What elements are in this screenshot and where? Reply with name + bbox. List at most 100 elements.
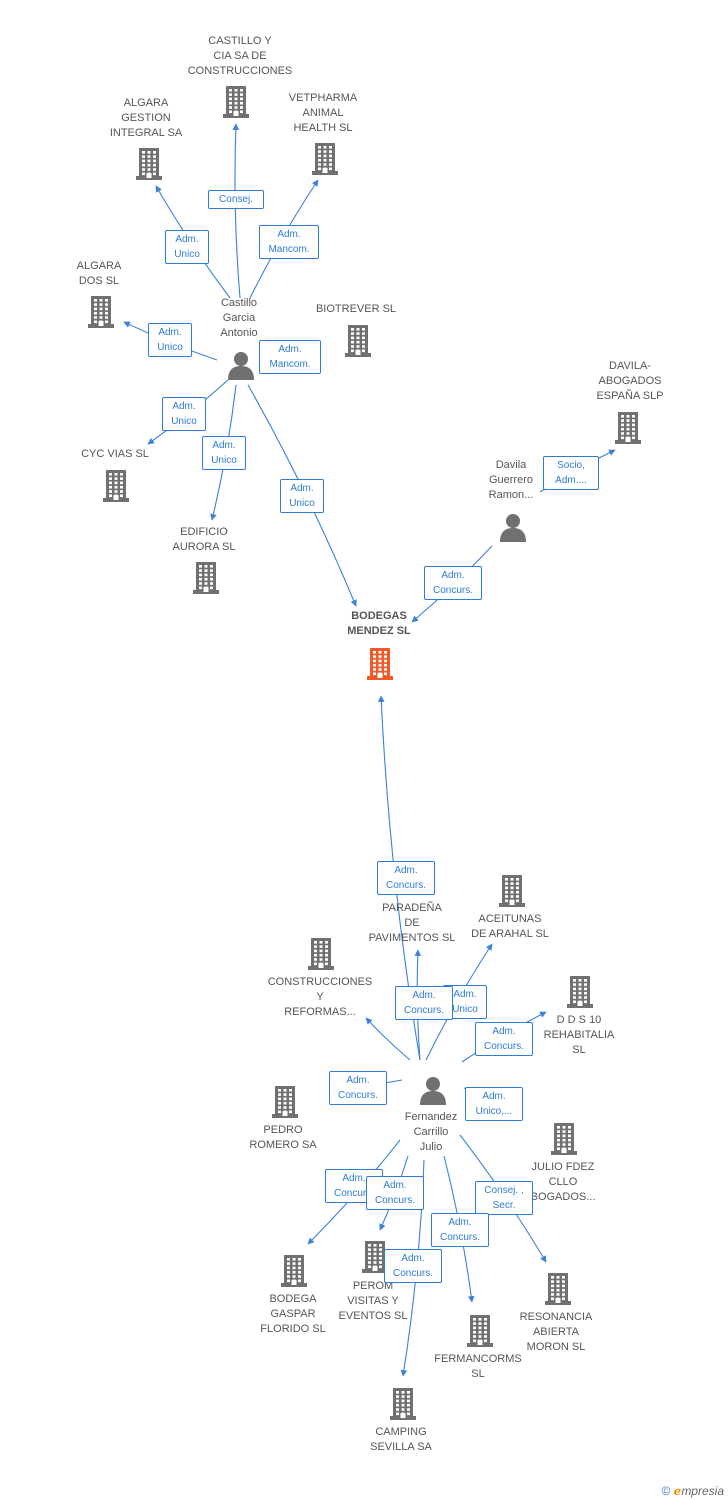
role-badge-castillo_y_cia[interactable]: Consej. [208,190,264,209]
role-text: Concurs. [337,1090,378,1101]
role-text: Adm. [401,1253,425,1264]
role-text: Adm. [277,229,301,240]
role-badge-construcciones_ref[interactable]: Adm. Concurs. [395,986,453,1020]
building-icon[interactable] [88,294,114,333]
role-badge-bodegas_mendez[interactable]: Adm.Unico [280,479,324,513]
role-text: Adm. [412,990,436,1001]
node-label-line: ACEITUNAS [478,913,542,925]
role-badge-bodegas_mendez[interactable]: Adm.Concurs. [424,566,482,600]
empresia-logo-icon: ℯ [673,1484,682,1498]
node-label-cyc_vias[interactable]: CYC VIAS SL [81,447,149,462]
node-label-line: BODEGAS [351,610,407,622]
node-label-line: SL [572,1044,586,1056]
empresia-brand[interactable]: © ℯmpresia [661,1484,724,1498]
role-badge-cyc_vias[interactable]: Adm.Unico [162,397,206,431]
building-icon[interactable] [312,141,338,180]
node-label-line: EVENTOS SL [338,1310,408,1322]
role-text: Concurs. [392,1268,433,1279]
role-badge-biotrever[interactable]: Adm.Mancom. [259,340,321,374]
person-icon[interactable] [498,512,528,547]
role-badge-fermancorms[interactable]: Adm. Concurs. [431,1213,489,1247]
role-text: Adm. [482,1091,506,1102]
building-icon[interactable] [390,1386,416,1425]
role-badge-resonancia[interactable]: Consej. , Secr. [475,1181,533,1215]
building-icon[interactable] [545,1271,571,1310]
role-text: Secr. [492,1200,516,1211]
role-text: Unico [452,1004,478,1015]
role-badge-pedro_romero[interactable]: Adm. Concurs. [329,1071,387,1105]
role-text: Adm.... [555,475,587,486]
main-company-building-icon[interactable] [367,646,393,685]
building-icon[interactable] [193,560,219,599]
role-text: Consej. , [484,1185,524,1196]
building-icon[interactable] [551,1121,577,1160]
node-label-line: MORON SL [526,1341,586,1353]
building-icon[interactable] [467,1313,493,1352]
person-icon[interactable] [418,1075,448,1110]
role-text: Concurs. [374,1195,415,1206]
node-label-line: CASTILLO Y [208,35,272,47]
role-text: Adm. [342,1173,366,1184]
node-label-biotrever[interactable]: BIOTREVER SL [316,302,396,317]
node-label-line: Carrillo [413,1126,449,1138]
building-icon[interactable] [615,410,641,449]
building-icon[interactable] [308,936,334,975]
building-icon[interactable] [362,1239,388,1278]
role-badge-algara_dos[interactable]: Adm.Unico [148,323,192,357]
building-icon[interactable] [567,974,593,1013]
node-label-line: DE [404,917,420,929]
role-badge-dds10[interactable]: Adm.Concurs. [475,1022,533,1056]
role-text: Concurs. [403,1005,444,1016]
person-icon[interactable] [226,350,256,385]
node-label-line: JULIO FDEZ [531,1161,595,1173]
building-icon[interactable] [103,468,129,507]
role-text: Concurs. [439,1232,480,1243]
role-badge-algara_gestion[interactable]: Adm.Unico [165,230,209,264]
node-label-line: Castillo [220,297,258,309]
role-text: Adm. [383,1180,407,1191]
building-icon[interactable] [345,323,371,362]
role-badge-bodegas_mendez[interactable]: Adm.Concurs. [377,861,435,895]
role-badge-vetpharma[interactable]: Adm.Mancom. [259,225,319,259]
node-label-line: HEALTH SL [293,122,353,134]
role-badge-edificio_aurora[interactable]: Adm.Unico [202,436,246,470]
node-label-line: GASPAR [270,1308,316,1320]
node-label-line: DAVILA- [609,360,651,372]
building-icon[interactable] [281,1253,307,1292]
building-icon[interactable] [272,1084,298,1123]
role-badge-julio_fdez[interactable]: Adm.Unico,... [465,1087,523,1121]
role-badge-davila_abogados[interactable]: Socio, Adm.... [543,456,599,490]
role-badge-camping[interactable]: Adm. Concurs. [384,1249,442,1283]
building-icon[interactable] [223,84,249,123]
role-badge-perom[interactable]: Adm. Concurs. [366,1176,424,1210]
role-text: Adm. [448,1217,472,1228]
building-icon[interactable] [499,873,525,912]
building-icon[interactable] [136,146,162,185]
role-text: Socio, [557,460,585,471]
role-text: Adm. [346,1075,370,1086]
role-badge-bodega_gaspar[interactable]: Adm.Concurs. [325,1169,383,1203]
role-text: Adm. [453,989,477,1000]
